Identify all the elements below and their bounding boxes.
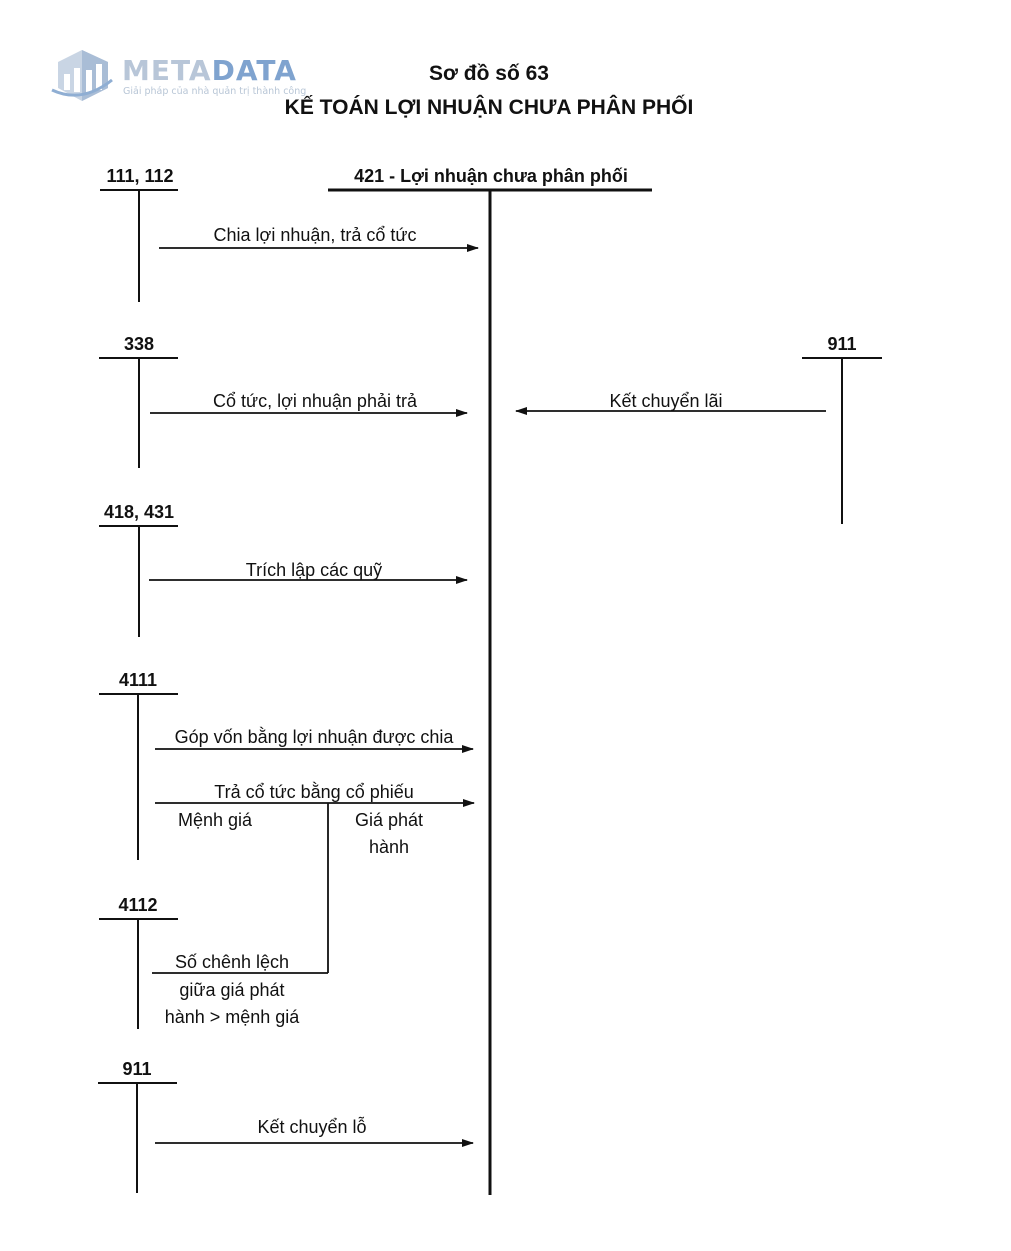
- logo-tagline: Giải pháp của nhà quản trị thành công: [123, 86, 306, 97]
- entry-co-tuc-phai-tra-label: Cổ tức, lợi nhuận phải trả: [213, 391, 418, 411]
- account-4111-label: 4111: [119, 670, 157, 690]
- account-4111: 4111: [99, 670, 178, 860]
- main-account-421: 421 - Lợi nhuận chưa phân phối: [328, 166, 652, 1195]
- chenh-lech-label-line1: Số chênh lệch: [175, 952, 289, 972]
- gia-phat-hanh-label-line2: hành: [369, 837, 409, 857]
- account-911-right-label: 911: [827, 334, 856, 354]
- account-111-112-label: 111, 112: [106, 166, 173, 186]
- entry-tra-co-tuc-co-phieu-label: Trả cổ tức bằng cổ phiếu: [214, 781, 414, 802]
- entry-chia-loi-nhuan: Chia lợi nhuận, trả cổ tức: [159, 225, 479, 252]
- entry-gop-von-label: Góp vốn bằng lợi nhuận được chia: [175, 726, 455, 747]
- main-account-label: 421 - Lợi nhuận chưa phân phối: [354, 166, 628, 186]
- account-338-label: 338: [124, 334, 154, 354]
- building-chart-icon: [51, 50, 113, 101]
- chenh-lech-label-line3: hành > mệnh giá: [165, 1007, 301, 1027]
- entry-gop-von: Góp vốn bằng lợi nhuận được chia: [155, 726, 474, 753]
- entry-chenh-lech: Số chênh lệch giữa giá phát hành > mệnh …: [152, 952, 328, 1027]
- account-911-left: 911: [98, 1059, 177, 1193]
- entry-chia-loi-nhuan-label: Chia lợi nhuận, trả cổ tức: [214, 225, 417, 245]
- diagram-title: KẾ TOÁN LỢI NHUẬN CHƯA PHÂN PHỐI: [285, 95, 694, 119]
- account-4112: 4112: [99, 895, 178, 1029]
- entry-co-tuc-phai-tra: Cổ tức, lợi nhuận phải trả: [150, 391, 468, 417]
- svg-text:METADATA: METADATA: [122, 54, 297, 87]
- entry-ket-chuyen-lo-label: Kết chuyển lỗ: [257, 1116, 366, 1137]
- logo-word-data: DATA: [212, 54, 297, 87]
- entry-ket-chuyen-lai-label: Kết chuyển lãi: [609, 391, 722, 411]
- chenh-lech-label-line2: giữa giá phát: [179, 980, 284, 1000]
- entry-ket-chuyen-lo: Kết chuyển lỗ: [155, 1116, 474, 1147]
- metadata-logo: METADATA Giải pháp của nhà quản trị thàn…: [51, 50, 306, 101]
- account-911-left-label: 911: [122, 1059, 151, 1079]
- diagram-number: Sơ đồ số 63: [429, 62, 549, 85]
- entry-ket-chuyen-lai: Kết chuyển lãi: [515, 391, 826, 415]
- menh-gia-label: Mệnh giá: [178, 810, 253, 830]
- entry-trich-lap-quy: Trích lập các quỹ: [149, 560, 468, 584]
- account-911-right: 911: [802, 334, 882, 524]
- account-111-112: 111, 112: [100, 166, 178, 302]
- account-418-431-label: 418, 431: [104, 502, 174, 522]
- account-338: 338: [99, 334, 178, 468]
- account-418-431: 418, 431: [99, 502, 178, 637]
- entry-trich-lap-quy-label: Trích lập các quỹ: [246, 560, 382, 580]
- account-4112-label: 4112: [118, 895, 157, 915]
- entry-tra-co-tuc-co-phieu: Trả cổ tức bằng cổ phiếu Mệnh giá Giá ph…: [155, 781, 475, 973]
- logo-word-meta: META: [122, 54, 212, 87]
- gia-phat-hanh-label-line1: Giá phát: [355, 810, 423, 830]
